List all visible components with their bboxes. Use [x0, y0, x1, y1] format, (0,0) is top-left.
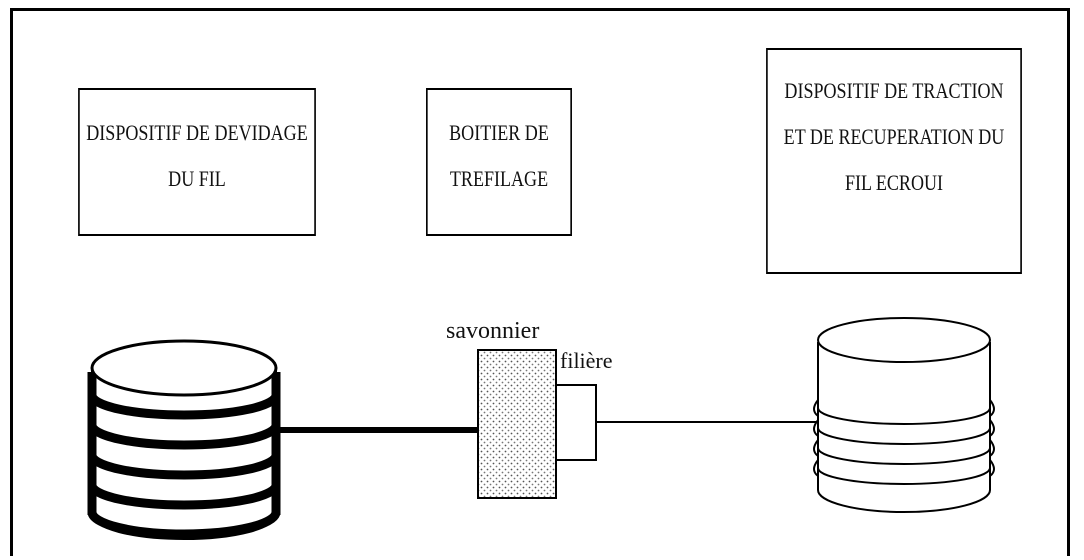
traction-recovery-label-line-2: ET DE RECUPERATION DU — [783, 124, 1005, 149]
unwinding-device-box: DISPOSITIF DE DEVIDAGE DU FIL — [78, 88, 316, 236]
traction-recovery-label-line-1: DISPOSITIF DE TRACTION — [784, 78, 1004, 103]
soap-box-label: savonnier — [446, 318, 540, 344]
drawing-housing-label-line-2: TREFILAGE — [449, 166, 549, 191]
soap-box — [477, 349, 557, 499]
traction-recovery-label-line-3: FIL ECROUI — [844, 170, 944, 195]
drawing-housing-box: BOITIER DE TREFILAGE — [426, 88, 572, 236]
unwinding-device-label-line-1: DISPOSITIF DE DEVIDAGE — [86, 120, 308, 145]
die-label: filière — [560, 348, 613, 373]
unwinding-device-label-line-2: DU FIL — [168, 166, 226, 191]
unwinding-spool — [87, 339, 281, 540]
diagram-frame — [10, 8, 1070, 556]
recovery-spool-windings — [813, 399, 995, 485]
traction-recovery-box: DISPOSITIF DE TRACTION ET DE RECUPERATIO… — [766, 48, 1022, 274]
unwinding-spool-windings — [87, 372, 281, 539]
drawing-housing-label-line-1: BOITIER DE — [449, 120, 549, 145]
die — [555, 384, 597, 461]
recovery-spool — [813, 317, 995, 513]
